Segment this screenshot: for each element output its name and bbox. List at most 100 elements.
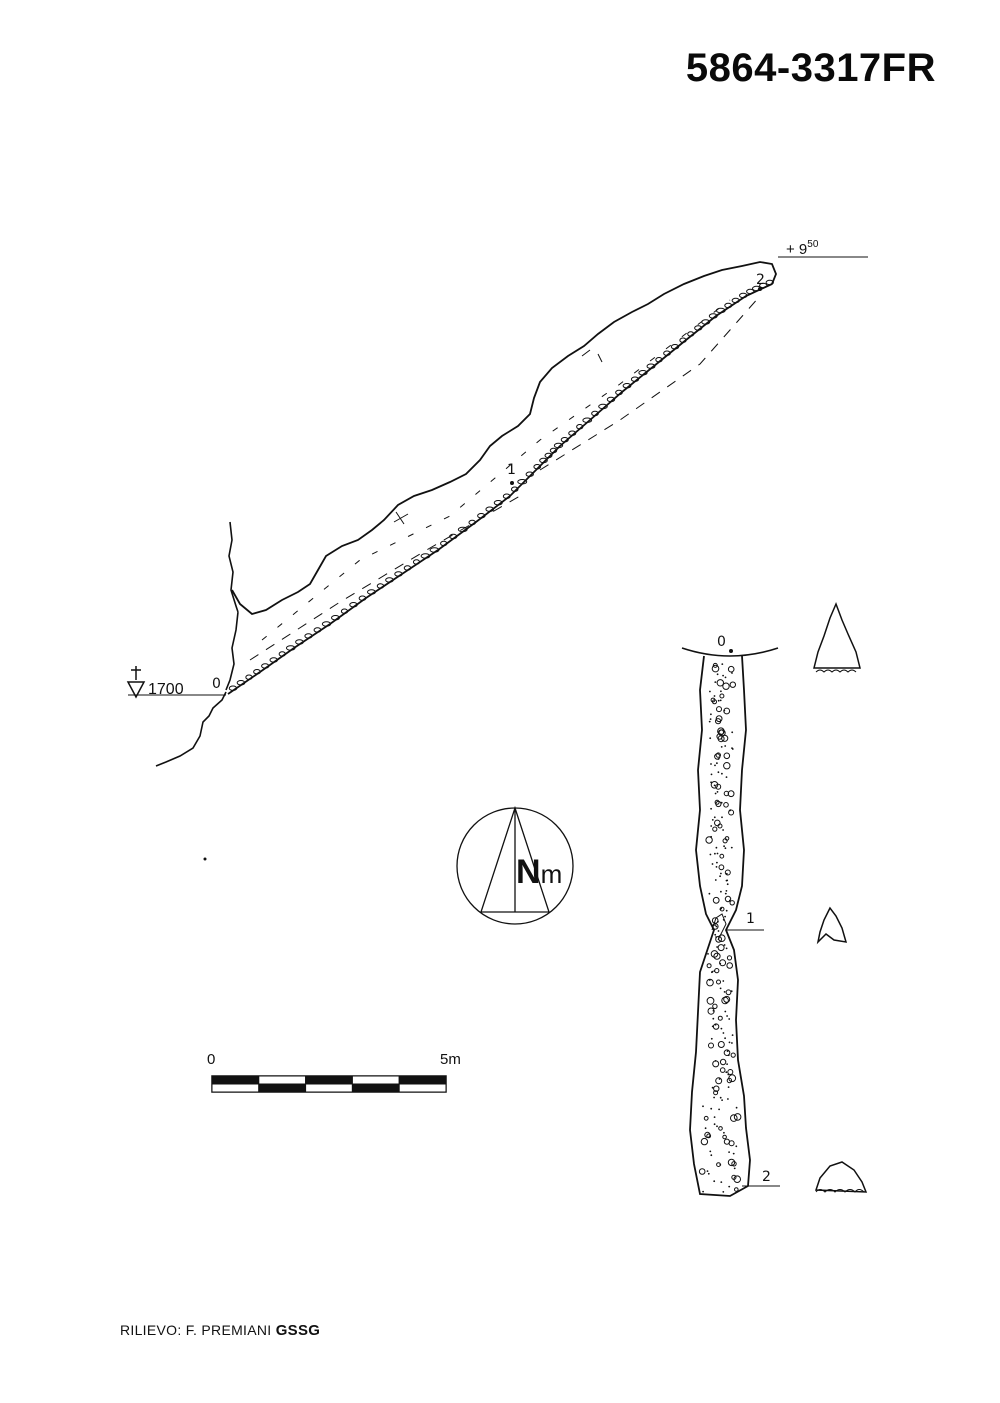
plan-rubble-stone (710, 697, 716, 703)
plan-rubble-stone (734, 1187, 739, 1192)
plan-rubble-dot (714, 933, 717, 936)
plan-rubble-dot (721, 663, 724, 665)
passage-ceiling (231, 261, 777, 615)
plan-rubble-dot (722, 980, 725, 982)
plan-rubble-dot (712, 1017, 715, 1020)
plan-passage-outline (689, 655, 751, 1197)
rubble-stone (468, 519, 477, 526)
plan-rubble-stone (715, 800, 722, 808)
plan-rubble-dot (714, 852, 716, 855)
plan-rubble-dot (715, 846, 718, 849)
scale-bar-segment-top (211, 1075, 260, 1085)
plan-rubble-dot (720, 872, 722, 875)
plan-rubble-stone (715, 783, 722, 790)
plan-rubble-dot (707, 953, 709, 955)
top-height-base: + 9 (786, 241, 807, 258)
plan-rubble-dot (711, 1086, 714, 1089)
plan-rubble-dot (713, 816, 716, 819)
plan-rubble-dot (728, 1151, 730, 1153)
cross-sections (813, 601, 868, 1193)
cross-section-2 (814, 1161, 868, 1193)
plan-rubble-stone (718, 864, 725, 871)
plan-rubble-stone (726, 962, 734, 969)
plan-rubble-dot (719, 1096, 722, 1099)
plan-rubble-dot (709, 718, 712, 720)
rubble-stone (746, 288, 755, 295)
plan-rubble-dot (716, 946, 718, 948)
cross-section-1 (816, 906, 848, 945)
scale-bar-segment-top (305, 1075, 353, 1085)
rubble-stone (708, 313, 718, 319)
rubble-stone (236, 680, 246, 686)
plan-rubble-stone (712, 923, 719, 930)
plan-rubble-dot (724, 676, 727, 679)
plan-rubble-dot (708, 892, 711, 895)
plan-rubble-stone (733, 1113, 742, 1121)
plan-rubble-stone (706, 1133, 712, 1139)
plan-rubble-stone (715, 935, 722, 943)
plan-rubble-stone (728, 1074, 737, 1083)
plan-rubble-stone (719, 693, 725, 699)
plan-rubble-stone (712, 896, 720, 904)
rubble-stone (670, 344, 680, 350)
rubble-stone (622, 383, 632, 389)
plan-rubble-dot (711, 970, 714, 973)
plan-rubble-dot (728, 1018, 731, 1020)
plan-rubble-stone (700, 1137, 709, 1146)
plan-rubble-dot (709, 1150, 712, 1153)
rubble-stone (331, 615, 340, 621)
rubble-stone (568, 430, 577, 436)
rubble-stone (615, 389, 623, 396)
plan-entrance-arc (681, 647, 779, 657)
plan-rubble-dot (714, 1023, 717, 1026)
plan-rubble-dot (719, 962, 722, 965)
plan-rubble-dot (726, 883, 729, 886)
rubble-stone (549, 447, 558, 454)
plan-rubble-dot (723, 845, 725, 848)
scale-bar (211, 1075, 447, 1093)
top-height-label: + 950 (786, 239, 819, 258)
entrance-elevation-label: 1700 (148, 681, 184, 698)
plan-rubble-stone (703, 1115, 709, 1121)
plan-rubble-stone (729, 681, 736, 688)
scale-end-label: 5m (440, 1051, 461, 1068)
dashed-survey-line (249, 295, 761, 661)
plan-rubble-stone (713, 1085, 720, 1092)
plan-rubble-dot (721, 772, 723, 775)
plan-rubble-dot (711, 819, 714, 821)
plan-rubble-dot (731, 1042, 733, 1044)
plan-rubble-dot (715, 925, 718, 928)
plan-rubble-dot (731, 1034, 734, 1036)
plan-view (681, 647, 780, 1197)
plan-rubble-dot (702, 1105, 704, 1108)
rubble-stone (502, 493, 511, 499)
scale-bar-segment-bottom (398, 1083, 447, 1093)
plan-rubble-stone (711, 664, 720, 673)
rubble-stone (349, 602, 358, 608)
plan-rubble-stone (717, 1041, 725, 1048)
plan-rubble-dot (735, 1106, 738, 1109)
plan-rubble-stone (721, 734, 729, 742)
plan-rubble-stone (717, 823, 723, 829)
plan-rubble-dot (725, 1071, 728, 1074)
plan-rubble-stone (719, 959, 727, 967)
plan-rubble-dot (720, 1027, 723, 1030)
survey-credit-prefix: RILIEVO: F. PREMIANI (120, 1322, 272, 1338)
plan-rubble-dot (728, 1185, 731, 1188)
plan-rubble-dot (719, 875, 721, 878)
rubble-stone (394, 571, 403, 577)
plan-rubble-stone (717, 735, 725, 743)
rubble-stone (553, 442, 564, 449)
plan-rubble-dot (720, 801, 723, 804)
plan-rubble-stone (726, 1077, 733, 1084)
floor-rubble (228, 279, 774, 691)
plan-rubble-dot (731, 672, 733, 674)
rubble-stone (403, 565, 412, 571)
rubble-stone (533, 464, 542, 470)
survey-credit: RILIEVO: F. PREMIANI GSSG (120, 1322, 320, 1339)
plan-rubble-dot (724, 847, 727, 850)
rubble-stone (724, 302, 733, 309)
plan-rubble-stone (724, 895, 732, 903)
rubble-stone (663, 350, 671, 356)
plan-rubble-dot (723, 944, 726, 946)
